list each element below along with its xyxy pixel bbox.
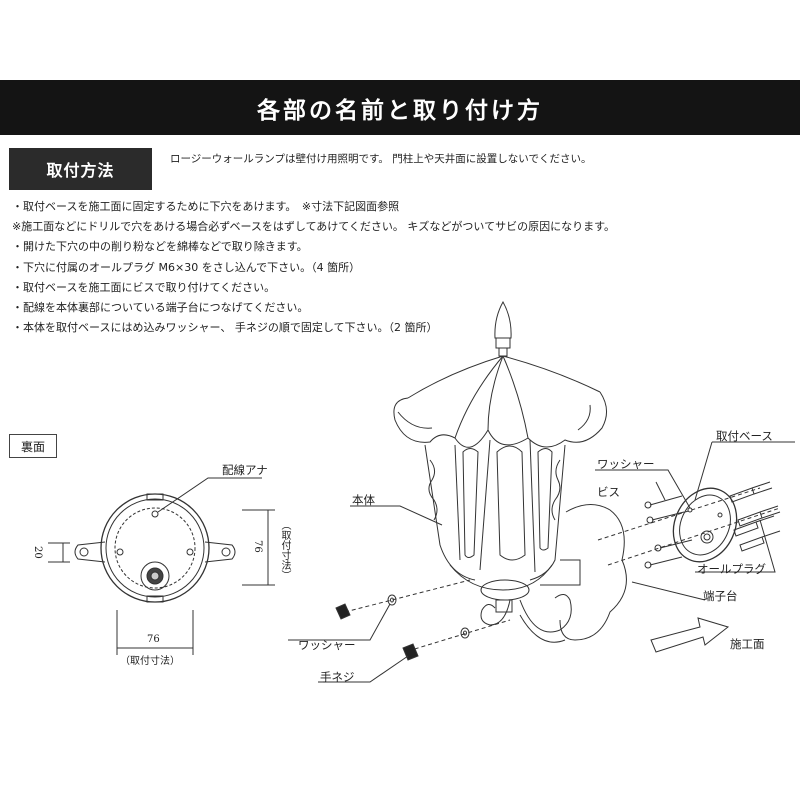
install-surface-arrow <box>650 617 730 653</box>
label-wall-plug: オールプラグ <box>697 562 766 576</box>
leader-lines <box>288 441 795 683</box>
dim-height-note: （取付寸法） <box>279 520 290 580</box>
label-install-surface: 施工面 <box>730 637 765 651</box>
usage-note: ロージーウォールランプは壁付け用照明です。 門柱上や天井面に設置しないでください… <box>170 153 592 165</box>
instruction-list: ・取付ベースを施工面に固定するために下穴をあけます。 ※寸法下記図面参照 ※施工… <box>12 197 615 338</box>
lamp-drawing <box>344 300 781 652</box>
back-view-label: 裏面 <box>9 434 57 458</box>
dim-width-value: 76 <box>147 634 160 645</box>
title-bar: 各部の名前と取り付け方 <box>0 80 800 135</box>
label-screw: ビス <box>597 485 620 499</box>
mounting-base-drawing <box>672 487 738 563</box>
dim-height-value: 76 <box>252 540 263 553</box>
label-hand-screw: 手ネジ <box>320 670 355 684</box>
instruction-step: ※施工面などにドリルで穴をあける場合必ずベースをはずしてあけてください。 キズな… <box>12 220 615 234</box>
instruction-step: ・取付ベースを施工面に固定するために下穴をあけます。 ※寸法下記図面参照 <box>12 200 400 213</box>
dim-width-note: （取付寸法） <box>120 656 180 667</box>
instruction-step: ・下穴に付属のオールプラグ M6×30 をさし込んで下さい。（4 箇所） <box>12 260 361 274</box>
label-body: 本体 <box>352 493 375 507</box>
screw-drawing <box>644 495 693 569</box>
label-washer-upper: ワッシャー <box>597 457 655 471</box>
dim-side-value: 20 <box>32 546 43 559</box>
instruction-step: ・本体を取付ベースにはめ込みワッシャー、 手ネジの順で固定して下さい。（2 箇所… <box>12 321 438 335</box>
section-label: 取付方法 <box>9 148 152 190</box>
back-view-drawing <box>48 477 275 655</box>
wire-hole-label: 配線アナ <box>222 463 268 477</box>
label-terminal-block: 端子台 <box>703 589 738 603</box>
instruction-step: ・開けた下穴の中の削り粉などを綿棒などで取り除きます。 <box>12 240 308 254</box>
hardware-drawing <box>335 594 470 661</box>
label-washer-lower: ワッシャー <box>298 638 356 652</box>
section-label-text: 取付方法 <box>46 161 115 180</box>
page-title: 各部の名前と取り付け方 <box>257 97 543 124</box>
instruction-step: ・取付ベースを施工面にビスで取り付けてください。 <box>12 280 276 294</box>
label-mounting-base: 取付ベース <box>716 429 773 443</box>
instruction-step: ・配線を本体裏部についている端子台につなげてください。 <box>12 301 309 315</box>
